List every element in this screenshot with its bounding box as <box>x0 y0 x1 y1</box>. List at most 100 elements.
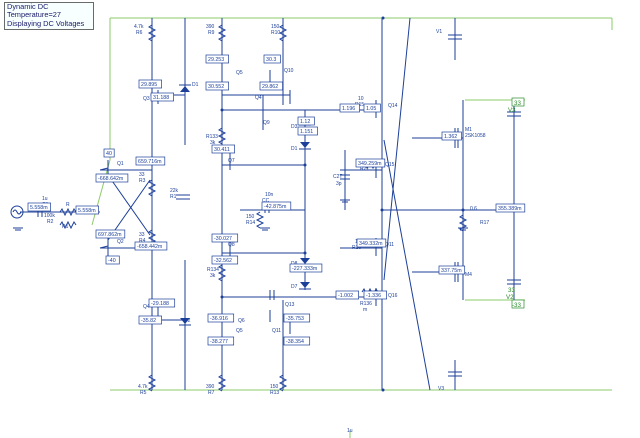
voltage-readout-box <box>135 156 166 166</box>
voltage-readout-low_d: -227.333m <box>292 266 318 272</box>
supply-rails <box>91 17 613 438</box>
voltage-readout-top_c: 30.3 <box>266 57 276 63</box>
voltage-readout-box <box>283 313 311 323</box>
voltage-readout-box <box>205 54 229 64</box>
voltage-readout-box <box>441 131 462 141</box>
voltage-readout-box <box>211 255 239 265</box>
voltage-readout-box <box>103 148 115 158</box>
voltage-readout-bot_a: -29.188 <box>151 301 169 307</box>
voltage-readout-q15: 349.259m <box>358 161 382 167</box>
svg-text:10n: 10n <box>265 192 274 198</box>
supply-neg-label: 33 <box>508 287 515 294</box>
svg-text:D1: D1 <box>192 82 199 88</box>
svg-text:Q1: Q1 <box>117 161 124 167</box>
svg-text:R2: R2 <box>47 219 54 225</box>
svg-text:Q13: Q13 <box>285 302 295 308</box>
supply-neg-value: -33 <box>512 302 522 309</box>
svg-text:R9: R9 <box>208 30 215 36</box>
svg-text:3k: 3k <box>210 140 216 146</box>
voltage-readout-q2b: 697.862m <box>98 232 122 238</box>
svg-text:R1: R1 <box>62 224 69 230</box>
svg-text:33: 33 <box>139 172 145 178</box>
ground-symbols <box>13 199 468 231</box>
svg-text:Q9: Q9 <box>263 120 270 126</box>
supply-pos-label: 33 <box>514 100 521 107</box>
voltage-readout-mid_e: 1.196 <box>342 106 355 112</box>
svg-text:R1: R1 <box>170 194 177 200</box>
voltage-readout-box <box>283 336 311 346</box>
voltage-readout-l40b: -40 <box>108 258 116 264</box>
svg-text:150: 150 <box>270 384 279 390</box>
cross-coupling <box>107 17 431 391</box>
svg-text:Q4: Q4 <box>255 95 262 101</box>
svg-text:R21: R21 <box>360 166 369 172</box>
capacitors <box>37 34 521 377</box>
info-line-display: Displaying DC Voltages <box>7 18 85 28</box>
svg-text:R: R <box>66 202 70 208</box>
voltage-readout-bot_b: -35.82 <box>141 318 156 324</box>
voltage-readout-out: 355.389m <box>498 206 522 212</box>
svg-text:R133: R133 <box>206 134 218 140</box>
voltage-readout-box <box>495 203 526 213</box>
svg-text:R134: R134 <box>207 267 219 273</box>
svg-text:Q5: Q5 <box>236 70 243 76</box>
svg-text:R10: R10 <box>271 30 280 36</box>
svg-text:Q11: Q11 <box>385 242 394 248</box>
svg-text:Q3: Q3 <box>143 96 150 102</box>
svg-text:Q6: Q6 <box>238 318 245 324</box>
voltage-readout-bot_f: -38.354 <box>286 339 304 345</box>
voltage-readout-mid_c: 1.151 <box>300 129 313 135</box>
supply-labels: 33 V3 33 V2 -33 1u <box>347 97 525 434</box>
svg-text:4.7k: 4.7k <box>138 384 148 390</box>
voltage-readout-box <box>363 103 381 113</box>
svg-text:Q10: Q10 <box>284 68 294 74</box>
svg-text:Q7: Q7 <box>228 158 235 164</box>
footer-label: 1u <box>347 428 353 434</box>
svg-text:Q11: Q11 <box>272 328 281 334</box>
voltage-readout-box <box>355 158 386 168</box>
svg-text:D7: D7 <box>291 284 298 290</box>
svg-text:33: 33 <box>139 232 145 238</box>
svg-text:1u: 1u <box>42 196 48 202</box>
voltage-readout-box <box>95 229 126 239</box>
voltage-readout-box <box>105 255 120 265</box>
voltage-readout-box <box>363 290 387 300</box>
voltage-readout-box <box>207 336 235 346</box>
voltage-readout-top_d: 29.862 <box>262 84 278 90</box>
voltage-readout-vin2: 5.558m <box>78 208 96 214</box>
svg-text:Q2: Q2 <box>117 239 124 245</box>
svg-text:D1: D1 <box>291 146 298 152</box>
voltage-readout-vin: 5.558m <box>30 205 48 211</box>
voltage-readout-box <box>339 103 360 113</box>
svg-text:R5: R5 <box>140 390 147 396</box>
voltage-readout-q16: 337.75m <box>441 268 462 274</box>
voltage-readout-box <box>438 265 466 275</box>
svg-text:R14: R14 <box>246 220 255 226</box>
voltage-readout-box <box>205 81 229 91</box>
junction-dots <box>150 16 465 392</box>
svg-text:C2T: C2T <box>333 174 342 180</box>
voltage-readout-low_a: -658.442m <box>137 244 163 250</box>
vertical-wires <box>151 18 515 390</box>
voltage-readout-top_q3: 31.188 <box>153 95 169 101</box>
voltage-readout-q11: 349.332m <box>359 241 383 247</box>
svg-text:R17: R17 <box>480 220 489 226</box>
green-label-v2: V2 <box>506 294 514 301</box>
svg-text:R3: R3 <box>139 178 146 184</box>
svg-text:Q5: Q5 <box>236 328 243 334</box>
svg-text:0.6: 0.6 <box>470 206 477 212</box>
voltage-readout-box <box>134 241 168 251</box>
voltage-readout-box <box>211 144 235 154</box>
svg-text:R6: R6 <box>136 30 143 36</box>
voltage-readout-box <box>259 81 283 91</box>
voltage-readout-box <box>207 313 235 323</box>
voltage-readout-mid_a: 659.716m <box>138 159 162 165</box>
voltage-readout-box <box>138 315 162 325</box>
svg-text:V3: V3 <box>438 386 444 392</box>
voltage-readout-top_b: 30.552 <box>208 84 224 90</box>
voltage-readout-low_b: -30.027 <box>214 236 232 242</box>
